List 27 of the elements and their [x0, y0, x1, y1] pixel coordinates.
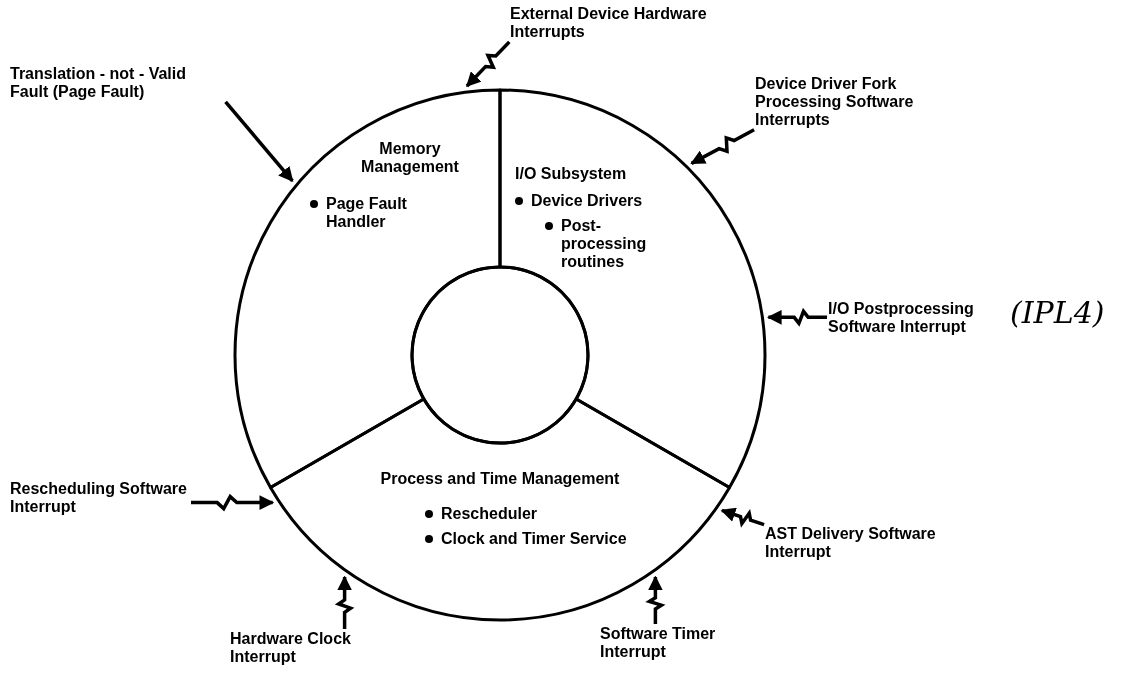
interrupt-label: AST Delivery Software Interrupt: [765, 525, 945, 562]
lightning-arrow: [690, 128, 755, 165]
handwritten-note: (IPL4): [1010, 296, 1105, 330]
list-item-text: Post-processing routines: [561, 217, 648, 272]
sector-title: Process and Time Management: [379, 470, 621, 489]
interrupt-label: Rescheduling Software Interrupt: [10, 480, 190, 517]
list-item-text: Clock and Timer Service: [441, 530, 628, 549]
lightning-arrow: [191, 493, 275, 512]
lightning-arrow: [334, 575, 355, 629]
list-item-text: Page Fault Handler: [326, 195, 408, 232]
list-item-text: Rescheduler: [441, 505, 539, 524]
lightning-arrow: [766, 307, 827, 327]
lightning-arrow: [720, 507, 765, 528]
arrow: [224, 100, 294, 182]
lightning-arrow: [645, 575, 666, 624]
inner-circle: [410, 265, 590, 445]
interrupt-label: External Device Hardware Interrupts: [510, 5, 730, 42]
interrupt-label: Software Timer Interrupt: [600, 625, 750, 662]
interrupt-label: I/O Postprocessing Software Interrupt: [828, 300, 998, 337]
list-item-text: Device Drivers: [531, 192, 644, 211]
interrupt-label: Hardware Clock Interrupt: [230, 630, 370, 667]
interrupt-label: Device Driver Fork Processing Software Interrupts: [755, 75, 975, 130]
sector-title: I/O Subsystem: [515, 165, 628, 184]
sector-title: Memory Management: [360, 140, 460, 177]
interrupt-label: Translation - not - Valid Fault (Page Fault): [10, 65, 225, 102]
lightning-arrow: [465, 40, 511, 88]
ring-sector: [268, 397, 732, 622]
